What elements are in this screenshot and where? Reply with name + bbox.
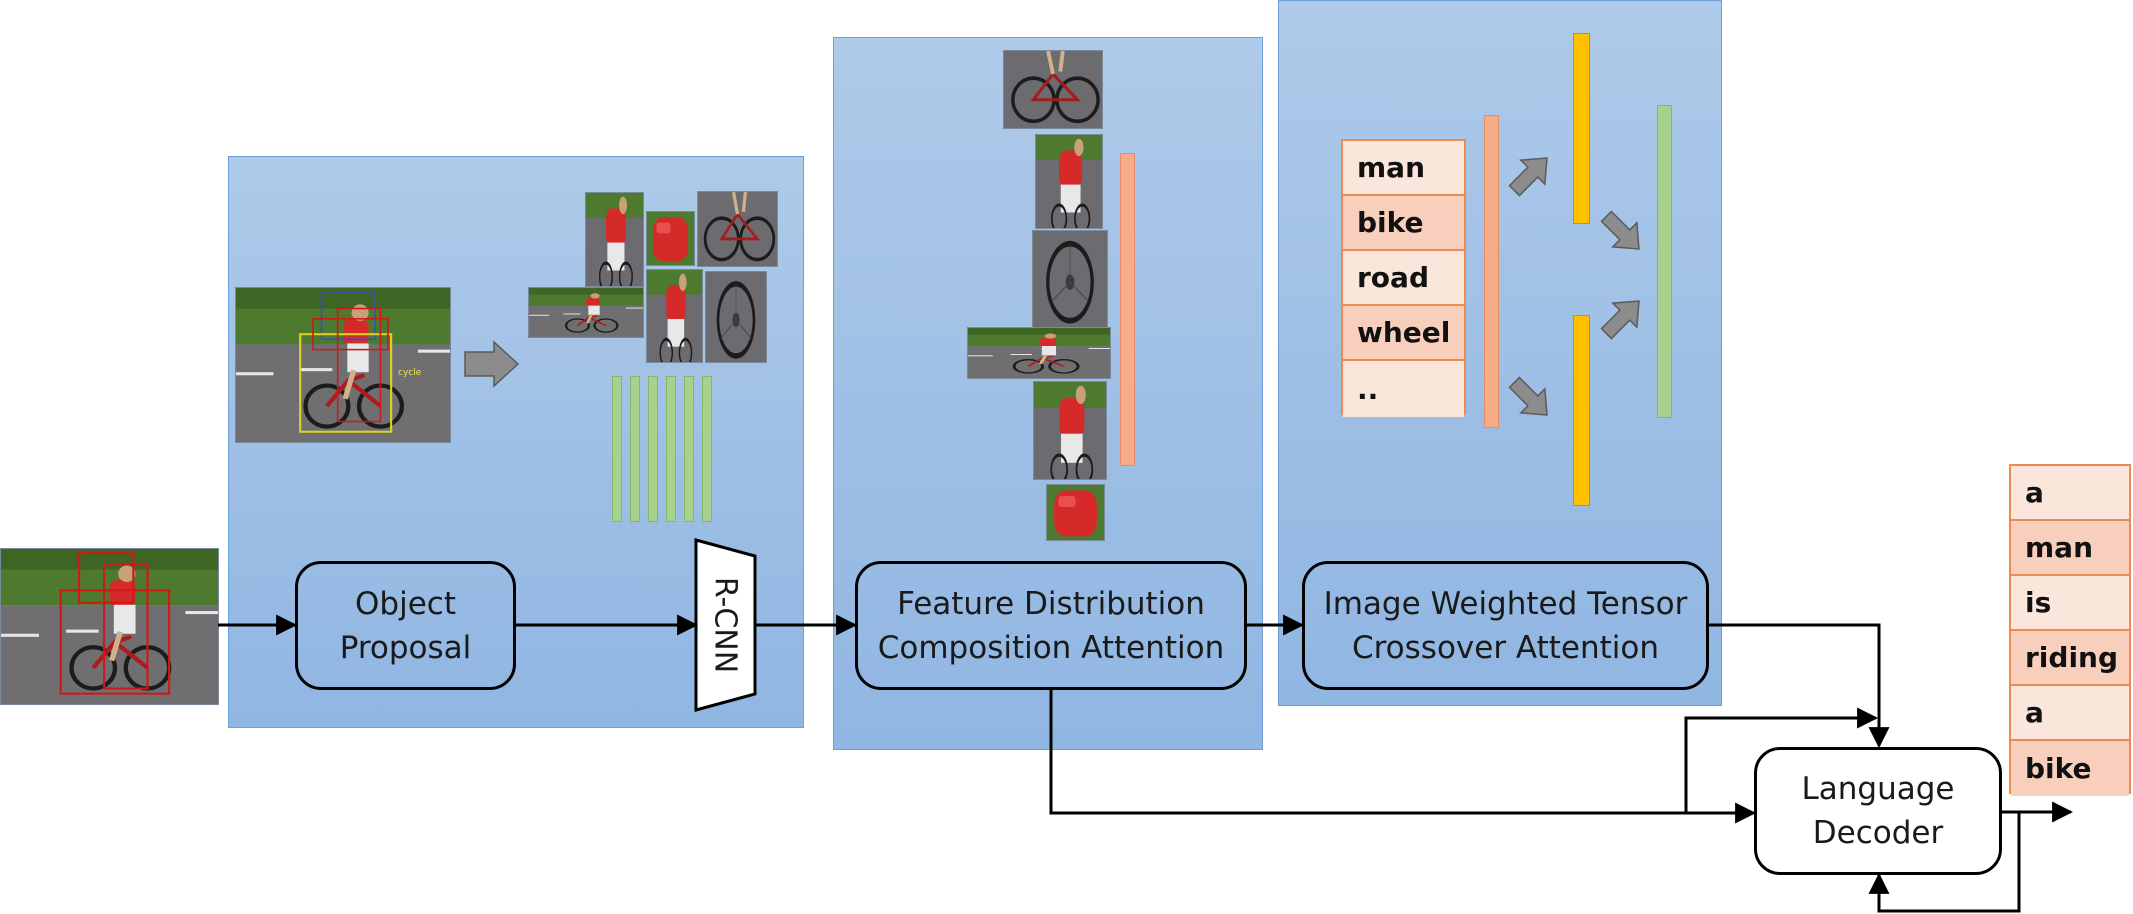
language-decoder-node: Language Decoder	[1754, 747, 2002, 875]
object-word: wheel	[1343, 306, 1464, 361]
region-crop-road	[528, 287, 644, 338]
fdca-crop-rider-small	[1033, 381, 1107, 480]
language-decoder-label-line2: Decoder	[1812, 815, 1944, 851]
detection-tag: cycle	[398, 368, 422, 378]
caption-word: riding	[2011, 631, 2129, 686]
object-word: ..	[1343, 361, 1464, 417]
region-feature-bar	[648, 376, 658, 522]
region-feature-bar	[684, 376, 694, 522]
iwtca-tensor-bar-bottom	[1573, 315, 1590, 506]
input-image	[0, 548, 219, 705]
region-crop-rider	[585, 192, 644, 287]
object-word: bike	[1343, 196, 1464, 251]
caption-word: man	[2011, 521, 2129, 576]
fdca-crop-backpack	[1046, 484, 1105, 541]
object-word: road	[1343, 251, 1464, 306]
fdca-crop-bike	[1003, 50, 1103, 129]
object-proposal-label-line1: Object	[355, 585, 456, 622]
region-crop-bike	[697, 191, 778, 267]
fdca-feature-bar	[1120, 153, 1135, 466]
fdca-crop-rider	[1035, 134, 1103, 229]
fdca-label-line1: Feature Distribution	[897, 585, 1205, 622]
language-decoder-label-line1: Language	[1801, 771, 1955, 807]
region-feature-bar	[702, 376, 712, 522]
region-feature-bar	[666, 376, 676, 522]
iwtca-label-line2: Crossover Attention	[1351, 629, 1660, 666]
object-proposal-node: Object Proposal	[295, 561, 516, 690]
region-crop-rider-small	[646, 269, 703, 363]
object-word: man	[1343, 141, 1464, 196]
region-crop-backpack	[646, 211, 695, 266]
fdca-crop-wheel	[1032, 230, 1108, 328]
caption-word-table: a man is riding a bike	[2009, 464, 2131, 796]
connector	[1708, 623, 1890, 749]
iwtca-word-feature-bar	[1484, 115, 1499, 428]
region-crop-wheel	[705, 271, 767, 363]
object-proposal-label-line2: Proposal	[339, 629, 472, 666]
object-word-table: man bike road wheel ..	[1341, 139, 1466, 417]
fdca-node: Feature Distribution Composition Attenti…	[855, 561, 1247, 690]
caption-word: a	[2011, 466, 2129, 521]
caption-word: bike	[2011, 741, 2129, 796]
fdca-label-line2: Composition Attention	[877, 629, 1225, 666]
proposal-image: cycle	[235, 287, 451, 443]
iwtca-output-bar	[1657, 105, 1672, 418]
region-feature-bar	[630, 376, 640, 522]
iwtca-label-line1: Image Weighted Tensor	[1323, 585, 1688, 622]
region-feature-bar	[612, 376, 622, 522]
fdca-crop-road	[967, 327, 1111, 379]
iwtca-node: Image Weighted Tensor Crossover Attentio…	[1302, 561, 1709, 690]
caption-word: a	[2011, 686, 2129, 741]
iwtca-tensor-bar-top	[1573, 33, 1590, 224]
caption-word: is	[2011, 576, 2129, 631]
